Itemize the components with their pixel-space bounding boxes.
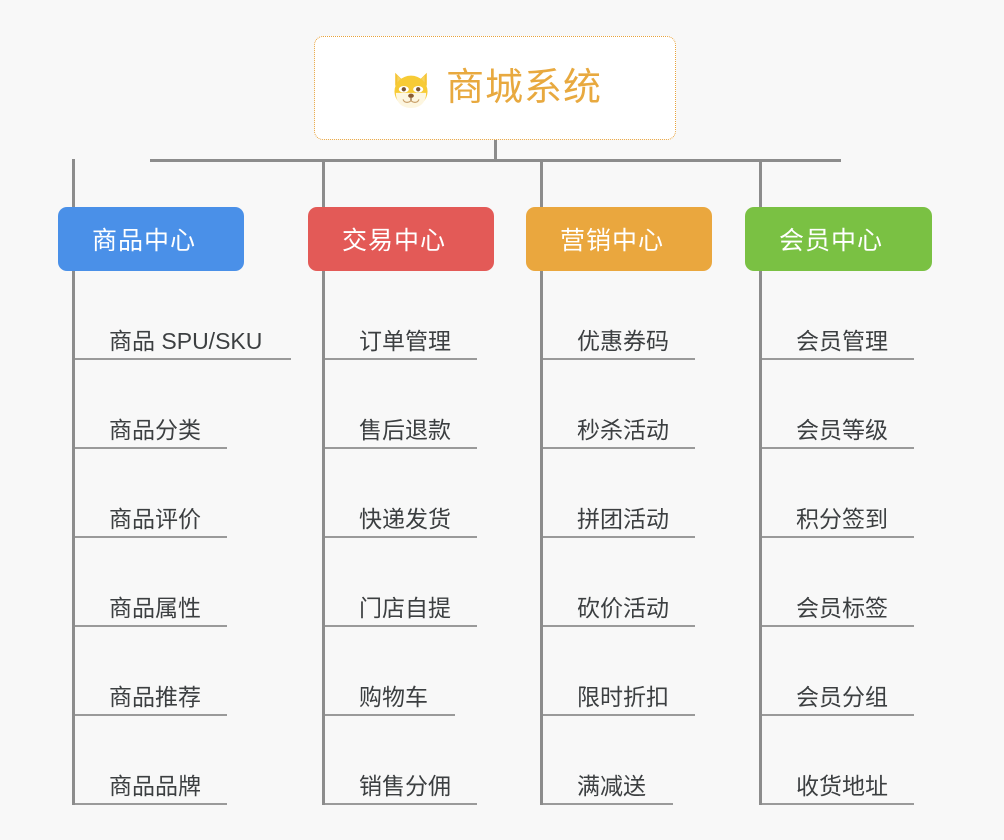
leaf-underline (543, 536, 695, 538)
leaf-list-trade-center: 订单管理 售后退款 快递发货 门店自提 购物车 销售分佣 (322, 271, 494, 805)
leaf-underline (543, 358, 695, 360)
leaf-list-marketing-center: 优惠券码 秒杀活动 拼团活动 砍价活动 限时折扣 满减送 (540, 271, 712, 805)
list-item[interactable]: 满减送 (543, 716, 712, 805)
branch-column-product-center: 商品中心 商品 SPU/SKU 商品分类 商品评价 商品属性 商品推荐 (58, 159, 291, 805)
branch-drop-connector (72, 159, 75, 207)
leaf-underline (543, 714, 695, 716)
leaf-label: 售后退款 (359, 416, 451, 443)
leaf-label: 商品属性 (109, 594, 201, 621)
branch-column-trade-center: 交易中心 订单管理 售后退款 快递发货 门店自提 购物车 (308, 159, 494, 805)
branch-drop-connector (540, 159, 543, 207)
list-item[interactable]: 订单管理 (325, 271, 494, 360)
leaf-label: 购物车 (359, 683, 428, 710)
list-item[interactable]: 商品评价 (75, 449, 272, 538)
list-item[interactable]: 门店自提 (325, 538, 494, 627)
category-header-member-center[interactable]: 会员中心 (745, 207, 932, 271)
list-item[interactable]: 会员管理 (762, 271, 932, 360)
list-item[interactable]: 商品属性 (75, 538, 272, 627)
leaf-label: 订单管理 (359, 327, 451, 354)
list-item[interactable]: 商品推荐 (75, 627, 272, 716)
leaf-underline (762, 803, 914, 805)
list-item[interactable]: 快递发货 (325, 449, 494, 538)
list-item[interactable]: 商品品牌 (75, 716, 272, 805)
leaf-label: 门店自提 (359, 594, 451, 621)
category-header-marketing-center[interactable]: 营销中心 (526, 207, 712, 271)
category-title: 交易中心 (342, 227, 447, 255)
list-item[interactable]: 积分签到 (762, 449, 932, 538)
leaf-underline (762, 536, 914, 538)
leaf-underline (543, 803, 673, 805)
shiba-dog-face-icon (388, 67, 434, 113)
root-stem-connector (494, 140, 497, 161)
leaf-underline (325, 536, 477, 538)
leaf-underline (75, 714, 227, 716)
leaf-label: 快递发货 (359, 505, 451, 532)
leaf-list-member-center: 会员管理 会员等级 积分签到 会员标签 会员分组 收货地址 (759, 271, 932, 805)
leaf-label: 收货地址 (796, 772, 888, 799)
leaf-underline (75, 625, 227, 627)
list-item[interactable]: 会员标签 (762, 538, 932, 627)
category-header-product-center[interactable]: 商品中心 (58, 207, 244, 271)
list-item[interactable]: 限时折扣 (543, 627, 712, 716)
leaf-underline (75, 358, 291, 360)
leaf-list-product-center: 商品 SPU/SKU 商品分类 商品评价 商品属性 商品推荐 商品品牌 (72, 271, 291, 805)
leaf-label: 商品推荐 (109, 683, 201, 710)
category-title: 营销中心 (560, 227, 665, 255)
leaf-underline (325, 803, 477, 805)
leaf-label: 商品品牌 (109, 772, 201, 799)
leaf-label: 商品评价 (109, 505, 201, 532)
list-item[interactable]: 秒杀活动 (543, 360, 712, 449)
list-item[interactable]: 砍价活动 (543, 538, 712, 627)
list-item[interactable]: 收货地址 (762, 716, 932, 805)
list-item[interactable]: 优惠券码 (543, 271, 712, 360)
branch-drop-connector (322, 159, 325, 207)
leaf-underline (325, 625, 477, 627)
horizontal-bus-connector (150, 159, 841, 162)
leaf-underline (762, 714, 914, 716)
leaf-underline (75, 447, 227, 449)
leaf-underline (762, 625, 914, 627)
leaf-label: 会员标签 (796, 594, 888, 621)
leaf-label: 满减送 (577, 772, 646, 799)
leaf-label: 会员分组 (796, 683, 888, 710)
leaf-label: 会员管理 (796, 327, 888, 354)
list-item[interactable]: 销售分佣 (325, 716, 494, 805)
leaf-label: 拼团活动 (577, 505, 669, 532)
branch-column-marketing-center: 营销中心 优惠券码 秒杀活动 拼团活动 砍价活动 限时折扣 (526, 159, 712, 805)
list-item[interactable]: 拼团活动 (543, 449, 712, 538)
root-node-mall-system[interactable]: 商城系统 (314, 36, 676, 140)
list-item[interactable]: 商品 SPU/SKU (75, 271, 291, 360)
list-item[interactable]: 售后退款 (325, 360, 494, 449)
leaf-underline (762, 358, 914, 360)
branch-column-member-center: 会员中心 会员管理 会员等级 积分签到 会员标签 会员分组 (745, 159, 932, 805)
leaf-label: 商品 SPU/SKU (109, 327, 263, 354)
leaf-underline (325, 714, 455, 716)
leaf-label: 会员等级 (796, 416, 888, 443)
leaf-label: 优惠券码 (577, 327, 669, 354)
leaf-underline (762, 447, 914, 449)
leaf-underline (75, 536, 227, 538)
leaf-label: 秒杀活动 (577, 416, 669, 443)
leaf-label: 砍价活动 (577, 594, 669, 621)
root-title: 商城系统 (445, 67, 602, 109)
branch-drop-connector (759, 159, 762, 207)
category-title: 会员中心 (779, 227, 884, 255)
category-title: 商品中心 (92, 227, 197, 255)
leaf-label: 销售分佣 (359, 772, 451, 799)
leaf-underline (543, 447, 695, 449)
leaf-label: 限时折扣 (577, 683, 669, 710)
leaf-underline (543, 625, 695, 627)
leaf-label: 商品分类 (109, 416, 201, 443)
list-item[interactable]: 会员分组 (762, 627, 932, 716)
leaf-underline (325, 447, 477, 449)
category-header-trade-center[interactable]: 交易中心 (308, 207, 494, 271)
list-item[interactable]: 商品分类 (75, 360, 272, 449)
leaf-label: 积分签到 (796, 505, 888, 532)
list-item[interactable]: 会员等级 (762, 360, 932, 449)
leaf-underline (325, 358, 477, 360)
leaf-underline (75, 803, 227, 805)
list-item[interactable]: 购物车 (325, 627, 494, 716)
